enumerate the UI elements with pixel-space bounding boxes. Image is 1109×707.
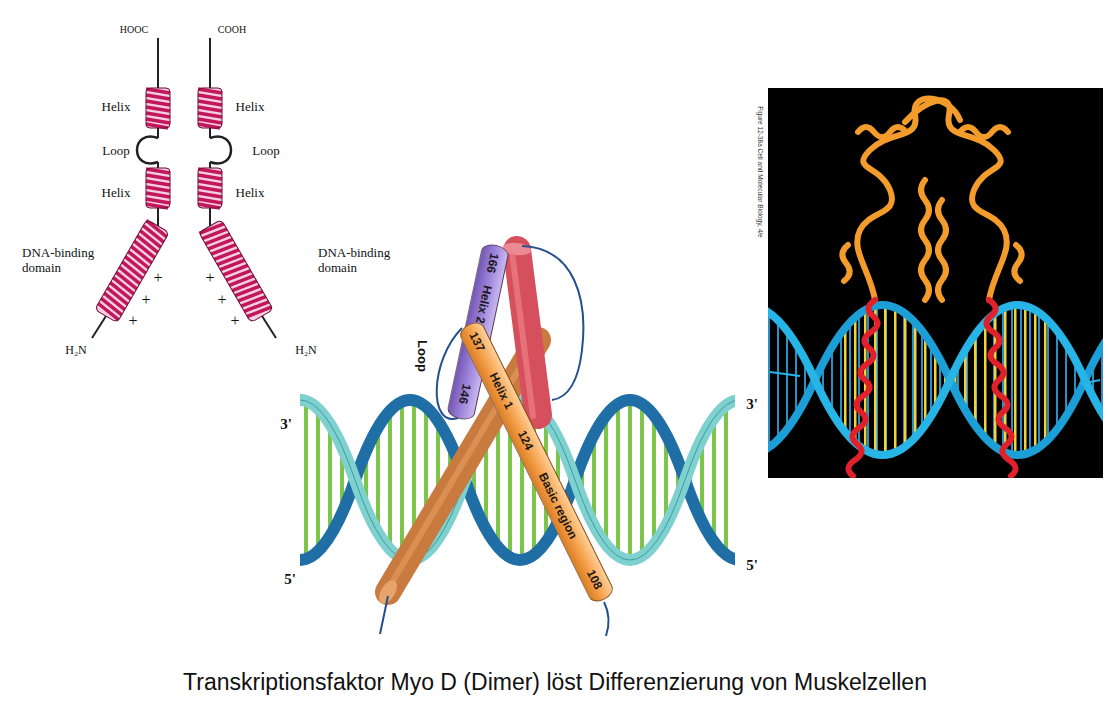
domain-label: DNA-binding domain — [318, 246, 413, 276]
strand-end: 3' — [746, 396, 758, 413]
domain-label: DNA-binding domain — [22, 246, 117, 276]
hlh-schematic — [92, 38, 276, 338]
region-label: Basic region — [536, 471, 579, 541]
helix-label: Helix — [236, 186, 265, 201]
helix-label: Helix 1 — [487, 371, 515, 411]
strand-end: 3' — [280, 416, 292, 433]
loop-label: Loop — [415, 340, 430, 372]
terminus-label: H₂N — [295, 344, 317, 358]
helix-label: Helix — [102, 100, 131, 115]
loop-label: Loop — [252, 144, 279, 159]
residue-number: 166 — [485, 252, 501, 274]
figure-credit: Figure 12-38a Cell and Molecular Biology… — [756, 106, 763, 237]
helix-label: Helix 2 — [474, 284, 494, 324]
loop-label: Loop — [102, 144, 129, 159]
helix-cylinder: 137Helix 1124Basic region 108 — [456, 319, 615, 606]
helix-label: Helix — [102, 186, 131, 201]
charge-sign: + — [153, 269, 162, 287]
terminus-label: H₂N — [65, 344, 87, 358]
terminus-label: COOH — [218, 24, 246, 36]
structure-model — [768, 99, 1103, 476]
residue-number: 108 — [584, 568, 604, 591]
charge-sign: + — [217, 291, 226, 309]
charge-sign: + — [230, 312, 239, 330]
strand-end: 5' — [284, 571, 296, 588]
strand-end: 5' — [746, 557, 758, 574]
helix-label: Helix — [236, 100, 265, 115]
residue-number: 146 — [457, 383, 473, 405]
residue-number: 137 — [467, 330, 487, 353]
charge-sign: + — [141, 291, 150, 309]
charge-sign: + — [205, 269, 214, 287]
caption: Transkriptionsfaktor Myo D (Dimer) löst … — [183, 669, 927, 696]
charge-sign: + — [128, 312, 137, 330]
residue-number: 124 — [515, 428, 535, 451]
terminus-label: HOOC — [120, 24, 148, 36]
